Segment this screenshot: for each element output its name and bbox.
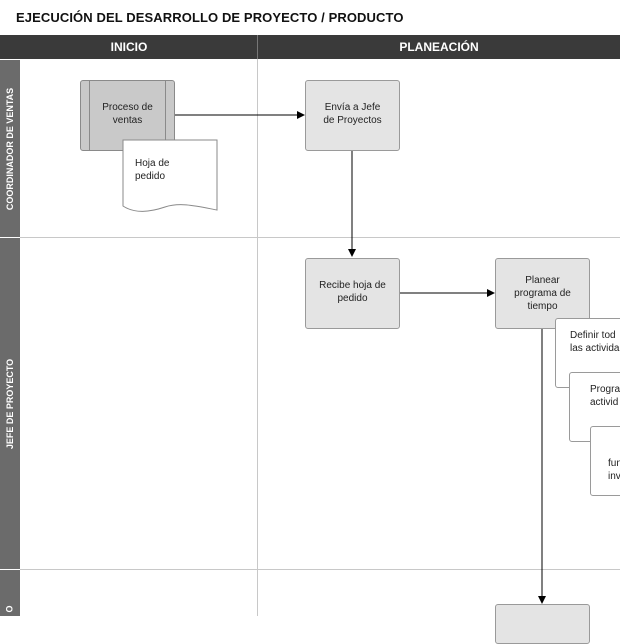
node-planear[interactable]: Planear programa de tiempo bbox=[495, 258, 590, 329]
node-funciones[interactable]: fun inv bbox=[590, 426, 620, 496]
diagram-title: EJECUCIÓN DEL DESARROLLO DE PROYECTO / P… bbox=[16, 10, 404, 25]
node-planear-label: Planear programa de tiempo bbox=[514, 275, 571, 312]
column-header-bar bbox=[0, 35, 620, 59]
node-proceso-ventas[interactable]: Proceso de ventas bbox=[80, 80, 175, 151]
column-header-planeacion: PLANEACIÓN bbox=[399, 40, 479, 54]
lane-divider-2 bbox=[20, 569, 620, 570]
node-envia-jefe-label: Envía a Jefe de Proyectos bbox=[323, 102, 382, 126]
column-header-divider bbox=[257, 35, 258, 59]
column-header-inicio: INICIO bbox=[110, 40, 148, 54]
lane-label-bg-coordinador bbox=[0, 60, 20, 237]
column-divider bbox=[257, 59, 258, 616]
node-programar-actividades-label: Progra activid bbox=[590, 384, 620, 408]
lane-label-bg-jefe bbox=[0, 238, 20, 569]
lane-divider-1 bbox=[20, 237, 620, 238]
node-definir-actividades-label: Definir tod las activida bbox=[570, 330, 620, 354]
connectors bbox=[175, 111, 546, 604]
node-hoja-pedido-label: Hoja de pedido bbox=[135, 158, 170, 182]
lane-label-bg-third bbox=[0, 570, 20, 616]
node-next-partial[interactable] bbox=[495, 604, 590, 644]
node-recibe-hoja-label: Recibe hoja de pedido bbox=[319, 280, 386, 304]
node-funciones-label: fun inv bbox=[608, 458, 620, 482]
node-recibe-hoja[interactable]: Recibe hoja de pedido bbox=[305, 258, 400, 329]
node-proceso-ventas-label: Proceso de ventas bbox=[102, 102, 153, 126]
node-envia-jefe[interactable]: Envía a Jefe de Proyectos bbox=[305, 80, 400, 151]
